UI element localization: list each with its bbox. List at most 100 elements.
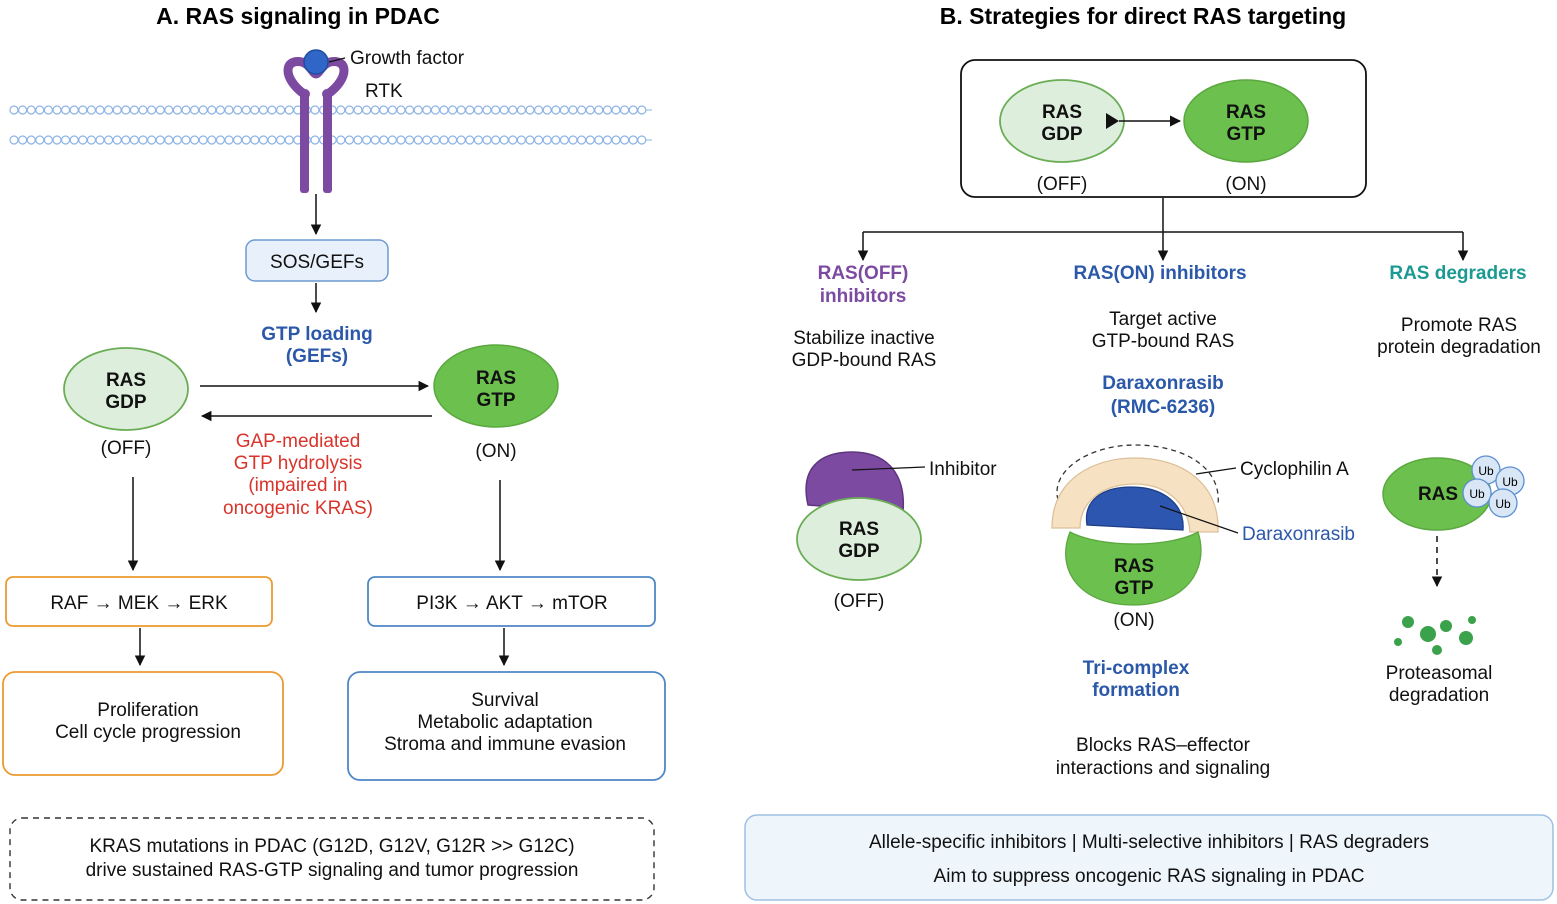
lipid-head [619,135,630,145]
lipid-head [611,105,621,115]
summary-box [744,814,1554,901]
lipid-head [129,135,139,145]
gap-label-line2: GTP hydrolysis [234,453,362,474]
daraxonrasib-leader [1159,505,1239,534]
cyclophilin-label: Cyclophilin A [1240,459,1349,480]
lipid-head [18,105,28,115]
survival-line3: Stroma and immune evasion [384,734,626,755]
off-label-b: (OFF) [1037,174,1088,195]
gap-label-line4: oncogenic KRAS) [223,498,373,519]
ras-gdp-b-line2: GDP [1041,124,1083,145]
rtk-receptor [283,57,349,193]
lipid-head [250,105,260,115]
lipid-head [43,105,54,115]
daraxonrasib-label: Daraxonrasib [1242,524,1355,545]
sos-gefs-label: SOS/GEFs [270,252,364,273]
proteasomal-line1: Proteasomal [1386,663,1493,684]
ras-gtp-node-a [433,344,559,428]
lipid-head [353,105,363,115]
lipid-head [465,105,475,115]
ras-gdp-bound-line1: RAS [839,519,879,540]
lipid-head [387,135,397,145]
lipid-head [284,105,294,115]
rtk-label: RTK [365,81,403,102]
ras-gtp-b-line1: RAS [1226,102,1266,123]
lipid-head [224,135,234,145]
lipid-head [138,105,148,115]
lipid-head [103,105,114,115]
survival-line1: Survival [471,690,539,711]
kras-mutations-line2: drive sustained RAS-GTP signaling and tu… [86,860,579,881]
on-label-illustration: (ON) [1113,610,1154,631]
lipid-head [387,105,397,115]
pi3k-akt-mtor-label: PI3K → AKT → mTOR [416,593,607,614]
ras-gtp-node-b [1183,79,1309,163]
lipid-head [112,105,122,115]
lipid-head [559,135,570,145]
lipid-head [525,105,535,115]
lipid-head [456,105,466,115]
lipid-head [52,105,62,115]
lipid-head [233,135,243,145]
growth-factor-label: Growth factor [350,48,465,69]
ras-on-inhibitors-label: RAS(ON) inhibitors [1073,263,1246,284]
lipid-head [198,135,208,145]
growth-factor-leader [328,57,346,63]
lipid-head [430,135,440,145]
lipid-head [611,135,621,145]
lipid-head [413,135,423,145]
ras-gtp-b-line2: GTP [1226,124,1265,145]
kras-mutations-line1: KRAS mutations in PDAC (G12D, G12V, G12R… [89,836,574,857]
raf-mek-erk-label: RAF → MEK → ERK [50,593,228,614]
ras-gtp-a-line1: RAS [476,368,516,389]
lipid-head [207,105,217,115]
proteasomal-line2: degradation [1389,685,1489,706]
ras-gdp-b-line1: RAS [1042,102,1082,123]
lipid-head [551,135,561,145]
ras-gtp-bound-line1: RAS [1114,556,1154,577]
lipid-head [456,135,466,145]
lipid-head [439,105,449,115]
lipid-head [422,105,432,115]
lipid-head [276,105,286,115]
lipid-head [508,135,518,145]
inhibitor-shape [805,451,905,513]
lipid-head [155,135,165,145]
lipid-head [86,105,97,115]
lipid-head [18,135,28,145]
lipid-head [52,135,62,145]
lipid-head [95,105,105,115]
lipid-head [103,135,114,145]
panel-a-title: A. RAS signaling in PDAC [156,3,440,29]
proliferation-box [2,671,284,776]
gtp-loading-label-line2: (GEFs) [286,346,348,367]
ras-degraders-label: RAS degraders [1389,263,1526,284]
lipid-head [164,135,174,145]
ubiquitin-tags: Ub Ub Ub Ub [1462,455,1525,518]
lipid-head [155,105,165,115]
lipid-head [35,135,45,145]
lipid-head [121,105,131,115]
tri-complex-line1: Tri-complex [1083,658,1190,679]
pi3k-akt-mtor-box [367,576,656,627]
lipid-head [439,135,449,145]
lipid-head [224,105,234,115]
lipid-head [181,135,191,145]
lipid-head [43,135,54,145]
on-label-a: (ON) [475,441,516,462]
lipid-head [267,135,277,145]
lipid-head [542,135,552,145]
lipid-head [637,135,647,145]
lipid-head [585,105,595,115]
lipid-head [310,105,320,115]
gtp-loading-label-line1: GTP loading [261,324,373,345]
ub-tag-4: Ub [1495,497,1511,511]
ub-tag-2: Ub [1502,475,1518,489]
blocks-line2: interactions and signaling [1056,758,1270,779]
lipid-head [95,135,105,145]
proliferation-line1: Proliferation [97,700,198,721]
lipid-head [362,135,372,145]
lipid-head [9,105,19,115]
lipid-head [26,135,36,145]
raf-mek-erk-box [5,576,273,627]
